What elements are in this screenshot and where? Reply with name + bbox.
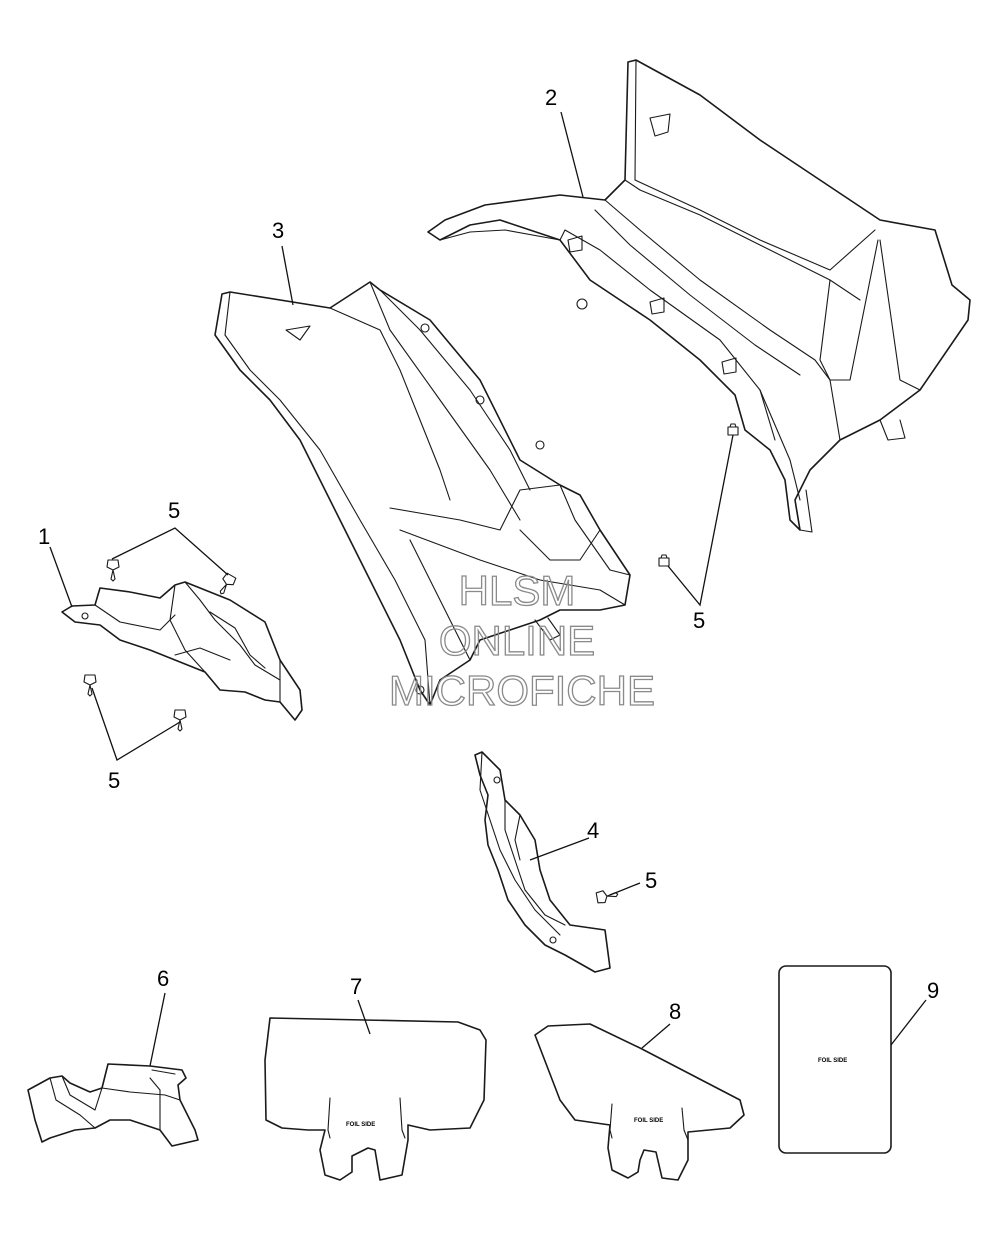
screws [83, 423, 739, 904]
part-6-small-shield [27, 1063, 199, 1147]
callout-6: 6 [157, 966, 169, 991]
callout-5-a: 5 [168, 498, 180, 523]
foil-side-label-9: FOIL SIDE [818, 1058, 847, 1064]
callouts: 1 2 3 4 5 5 5 5 6 7 8 9 [38, 85, 939, 1024]
callout-2: 2 [545, 85, 557, 110]
part-8-decal: FOIL SIDE [534, 1023, 745, 1181]
foil-side-label-7: FOIL SIDE [346, 1122, 375, 1128]
clip-icon [658, 554, 670, 567]
part-7-decal: FOIL SIDE [264, 1017, 487, 1181]
part-9-decal: FOIL SIDE [778, 965, 892, 1154]
watermark-line-2: ONLINE [439, 617, 595, 664]
watermark-line-3: MICROFICHE [389, 667, 655, 714]
part-4-lower-guard [474, 751, 611, 973]
part-1-bracket [61, 581, 303, 721]
callout-1: 1 [38, 524, 50, 549]
screw-icon [219, 572, 237, 595]
screw-icon [173, 709, 187, 732]
callout-9: 9 [927, 978, 939, 1003]
screw-icon [106, 559, 120, 582]
clip-icon [727, 423, 739, 436]
part-3-front-fender [214, 281, 631, 706]
screw-icon [595, 890, 619, 904]
watermark: HLSM ONLINE MICROFICHE [388, 566, 655, 714]
callout-3: 3 [272, 218, 284, 243]
watermark-line-1: HLSM [459, 567, 576, 614]
callout-5-d: 5 [645, 868, 657, 893]
callout-7: 7 [350, 974, 362, 999]
callout-4: 4 [587, 818, 599, 843]
callout-8: 8 [669, 999, 681, 1024]
screw-icon [83, 674, 97, 697]
part-2-rear-panel [427, 59, 971, 533]
leader-lines [49, 111, 927, 1067]
foil-side-label-8: FOIL SIDE [634, 1118, 663, 1124]
callout-5-b: 5 [108, 768, 120, 793]
callout-5-c: 5 [693, 608, 705, 633]
